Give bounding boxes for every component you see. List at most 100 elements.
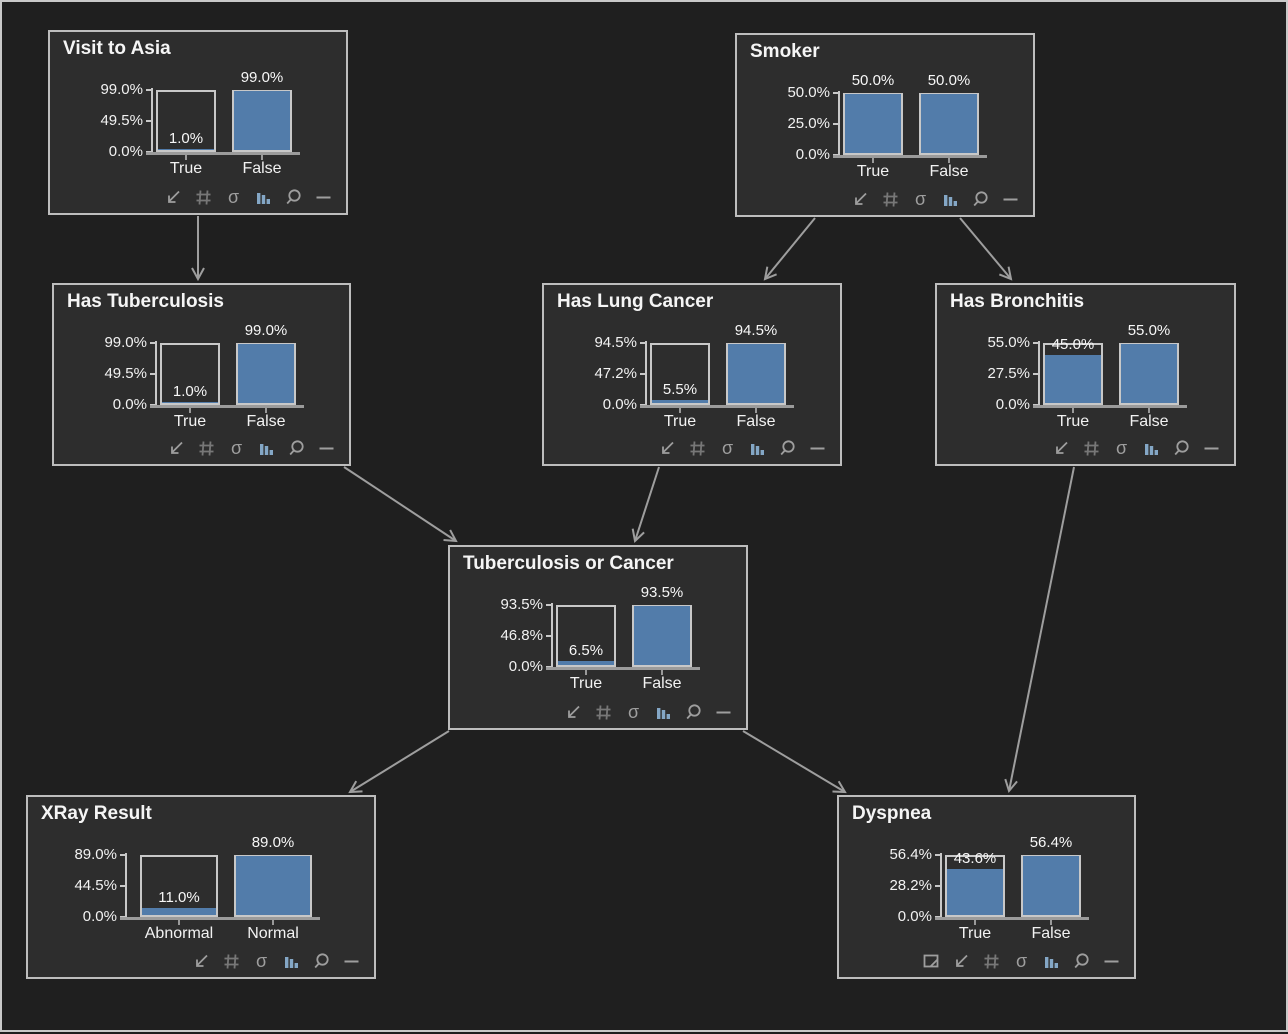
minimize-icon[interactable] xyxy=(313,187,334,208)
zoom-icon[interactable] xyxy=(283,187,304,208)
bar-true[interactable] xyxy=(556,605,616,667)
bar-false[interactable] xyxy=(632,605,692,667)
y-axis-tick-label: 28.2% xyxy=(889,877,932,894)
sigma-icon[interactable]: σ xyxy=(1115,438,1128,458)
x-axis-baseline xyxy=(150,405,304,408)
bar-fill xyxy=(162,402,218,403)
minimize-icon[interactable] xyxy=(713,702,734,723)
zoom-icon[interactable] xyxy=(286,438,307,459)
bar-false[interactable] xyxy=(1119,343,1179,405)
zoom-icon[interactable] xyxy=(970,189,991,210)
edge-smoker-to-has-bronchitis xyxy=(959,217,1013,281)
bar-abnormal[interactable] xyxy=(140,855,218,917)
grid-icon[interactable] xyxy=(1081,438,1102,459)
bar-false[interactable] xyxy=(232,90,292,152)
y-axis-tick-label: 93.5% xyxy=(500,596,543,613)
sigma-icon[interactable]: σ xyxy=(914,189,927,209)
sigma-icon[interactable]: σ xyxy=(627,702,640,722)
y-axis-line xyxy=(551,603,553,669)
collapse-icon[interactable] xyxy=(163,187,184,208)
minimize-icon[interactable] xyxy=(341,951,362,972)
collapse-icon[interactable] xyxy=(657,438,678,459)
zoom-icon[interactable] xyxy=(311,951,332,972)
grid-icon[interactable] xyxy=(193,187,214,208)
bar-value-label: 43.6% xyxy=(953,850,997,867)
bar-value-label: 55.0% xyxy=(1127,322,1171,339)
grid-icon[interactable] xyxy=(196,438,217,459)
bar-chart-icon[interactable] xyxy=(653,702,674,723)
y-axis-tick-label: 25.0% xyxy=(787,115,830,132)
bar-chart-icon[interactable] xyxy=(256,438,277,459)
bar-category-label: True xyxy=(958,925,992,942)
bar-category-label: False xyxy=(929,163,969,180)
grid-icon[interactable] xyxy=(981,951,1002,972)
bar-chart-icon[interactable] xyxy=(747,438,768,459)
collapse-icon[interactable] xyxy=(850,189,871,210)
bar-fill xyxy=(634,606,690,665)
grid-icon[interactable] xyxy=(687,438,708,459)
bar-false[interactable] xyxy=(1021,855,1081,917)
bar-chart-icon[interactable] xyxy=(940,189,961,210)
y-axis-tick xyxy=(546,635,551,637)
edge-tuberculosis-or-cancer-to-dyspnea xyxy=(742,730,847,794)
bar-chart-icon[interactable] xyxy=(1041,951,1062,972)
bar-false[interactable] xyxy=(919,93,979,155)
bar-false[interactable] xyxy=(236,343,296,405)
bar-true[interactable] xyxy=(1043,343,1103,405)
y-axis-tick-label: 44.5% xyxy=(74,877,117,894)
y-axis-tick-label: 47.2% xyxy=(594,365,637,382)
bar-chart-icon[interactable] xyxy=(253,187,274,208)
minimize-icon[interactable] xyxy=(1201,438,1222,459)
minimize-icon[interactable] xyxy=(316,438,337,459)
collapse-icon[interactable] xyxy=(191,951,212,972)
collapse-icon[interactable] xyxy=(563,702,584,723)
sigma-icon[interactable]: σ xyxy=(230,438,243,458)
minimize-icon[interactable] xyxy=(1101,951,1122,972)
grid-icon[interactable] xyxy=(221,951,242,972)
zoom-icon[interactable] xyxy=(683,702,704,723)
y-axis-tick-label: 49.5% xyxy=(100,112,143,129)
bar-true[interactable] xyxy=(160,343,220,405)
bar-false[interactable] xyxy=(726,343,786,405)
minimize-icon[interactable] xyxy=(1000,189,1021,210)
zoom-icon[interactable] xyxy=(1171,438,1192,459)
y-axis-tick-label: 94.5% xyxy=(594,334,637,351)
corner-box-icon[interactable] xyxy=(921,951,942,972)
sigma-icon[interactable]: σ xyxy=(255,951,268,971)
y-axis-tick xyxy=(146,120,151,122)
x-axis-tick xyxy=(872,158,874,163)
sigma-icon[interactable]: σ xyxy=(721,438,734,458)
bar-true[interactable] xyxy=(156,90,216,152)
zoom-icon[interactable] xyxy=(1071,951,1092,972)
grid-icon[interactable] xyxy=(593,702,614,723)
y-axis-tick-label: 46.8% xyxy=(500,627,543,644)
bar-true[interactable] xyxy=(650,343,710,405)
x-axis-tick xyxy=(1072,408,1074,413)
y-axis-tick-label: 27.5% xyxy=(987,365,1030,382)
bar-true[interactable] xyxy=(945,855,1005,917)
collapse-icon[interactable] xyxy=(951,951,972,972)
bar-fill xyxy=(238,344,294,403)
bar-chart-icon[interactable] xyxy=(281,951,302,972)
bar-true[interactable] xyxy=(843,93,903,155)
collapse-icon[interactable] xyxy=(166,438,187,459)
zoom-icon[interactable] xyxy=(777,438,798,459)
bar-chart-icon[interactable] xyxy=(1141,438,1162,459)
node-toolbar: σ xyxy=(166,438,337,459)
grid-icon[interactable] xyxy=(880,189,901,210)
sigma-icon[interactable]: σ xyxy=(227,187,240,207)
sigma-icon[interactable]: σ xyxy=(1015,951,1028,971)
minimize-icon[interactable] xyxy=(807,438,828,459)
y-axis-tick-label: 0.0% xyxy=(82,908,117,925)
collapse-icon[interactable] xyxy=(1051,438,1072,459)
bar-normal[interactable] xyxy=(234,855,312,917)
